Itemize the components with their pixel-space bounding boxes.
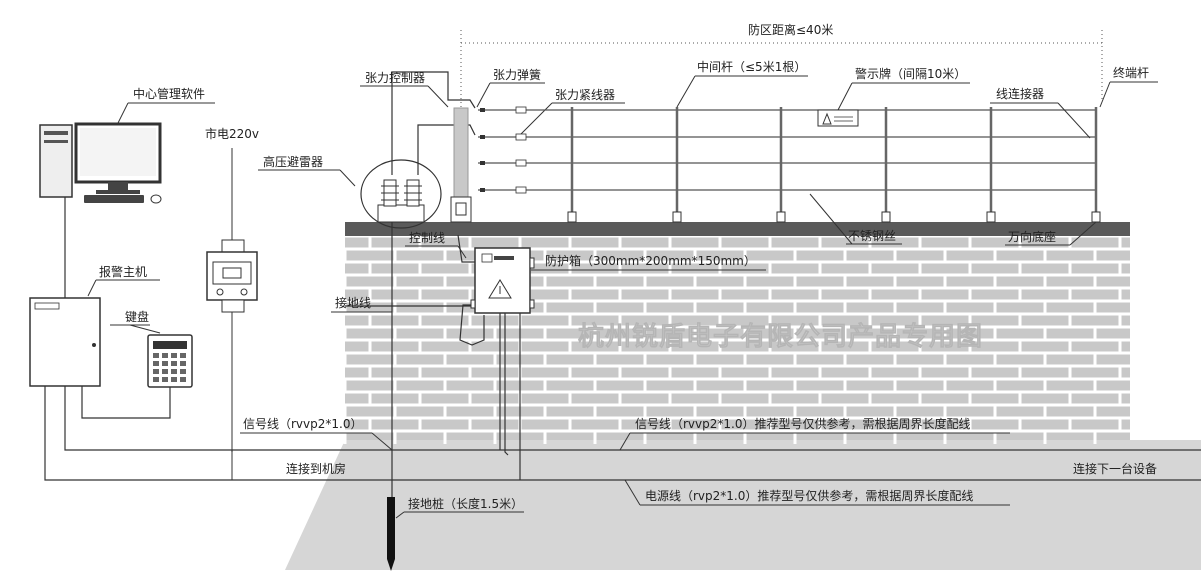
stainless-wire-label: 不锈钢丝	[848, 229, 896, 243]
keyboard-icon	[147, 334, 193, 388]
keyboard-key	[180, 361, 186, 366]
warning-sign-icon	[817, 109, 859, 127]
power-switch-icon	[206, 239, 258, 313]
fence-poles	[567, 107, 1101, 223]
wire-tightener	[515, 106, 527, 114]
universal-base-label: 万向底座	[1008, 229, 1056, 244]
warning-sign-label: 警示牌（间隔10米）	[855, 66, 966, 81]
keyboard-key	[153, 377, 159, 382]
keyboard-key	[162, 377, 168, 382]
end-pole-label: 终端杆	[1113, 65, 1149, 80]
protection-box-icon	[470, 247, 535, 314]
keyboard-key	[171, 361, 177, 366]
keyboard-key	[162, 361, 168, 366]
hv-arrester-icon	[360, 159, 442, 229]
keyboard-key	[171, 377, 177, 382]
wire-tightener	[515, 159, 527, 167]
keyboard-label: 键盘	[125, 309, 149, 324]
keyboard-key	[162, 369, 168, 374]
keyboard-key	[153, 353, 159, 358]
cables	[44, 71, 1201, 500]
connect-machine-room-label: 连接到机房	[286, 461, 346, 476]
pole-base	[567, 211, 577, 223]
keyboard-key	[171, 353, 177, 358]
wire-connector-label: 线连接器	[996, 86, 1044, 101]
central-software-label: 中心管理软件	[133, 86, 205, 101]
pole-base	[986, 211, 996, 223]
tension-spring-label: 张力弹簧	[493, 67, 541, 82]
keyboard-key	[180, 369, 186, 374]
hv-arrester-label: 高压避雷器	[263, 154, 323, 169]
ground-stake-icon	[387, 497, 395, 571]
mains-power-label: 市电220v	[205, 126, 259, 141]
wire-tightener	[515, 133, 527, 141]
protection-box-label: 防护箱（300mm*200mm*150mm）	[545, 253, 756, 268]
ground-stake-label: 接地桩（长度1.5米）	[408, 496, 523, 511]
control-line-label: 控制线	[409, 231, 445, 245]
ground-wire-label: 接地线	[335, 295, 371, 310]
keyboard-key	[180, 353, 186, 358]
keyboard-key	[162, 353, 168, 358]
fence-wires	[478, 106, 1097, 194]
wire-spring	[480, 108, 485, 112]
middle-pole-label: 中间杆（≤5米1根）	[697, 59, 806, 74]
pole-base	[881, 211, 891, 223]
watermark-text: 杭州锐盾电子有限公司产品专用图	[578, 321, 983, 352]
wire-tightener	[515, 186, 527, 194]
signal-line-left-label: 信号线（rvvp2*1.0）	[243, 417, 362, 431]
wire-spring	[480, 135, 485, 139]
zone-distance-label: 防区距离≤40米	[748, 22, 833, 37]
connect-next-device-label: 连接下一台设备	[1073, 461, 1157, 476]
wire-spring	[480, 161, 485, 165]
tension-controller-label: 张力控制器	[365, 71, 425, 85]
keyboard-key	[153, 361, 159, 366]
keyboard-key	[171, 369, 177, 374]
keyboard-key	[153, 369, 159, 374]
pole-base	[776, 211, 786, 223]
tension-controller-icon	[450, 107, 472, 223]
alarm-host-icon	[29, 297, 101, 387]
pole-base	[1091, 211, 1101, 223]
computer-icon	[39, 122, 162, 204]
alarm-host-label: 报警主机	[99, 264, 147, 279]
pole-base	[672, 211, 682, 223]
power-line-label: 电源线（rvp2*1.0）推荐型号仅供参考，需根据周界长度配线	[645, 488, 973, 503]
tension-tightener-label: 张力紧线器	[555, 88, 615, 102]
signal-line-right-label: 信号线（rvvp2*1.0）推荐型号仅供参考，需根据周界长度配线	[635, 416, 970, 431]
keyboard-key	[180, 377, 186, 382]
wire-spring	[480, 188, 485, 192]
